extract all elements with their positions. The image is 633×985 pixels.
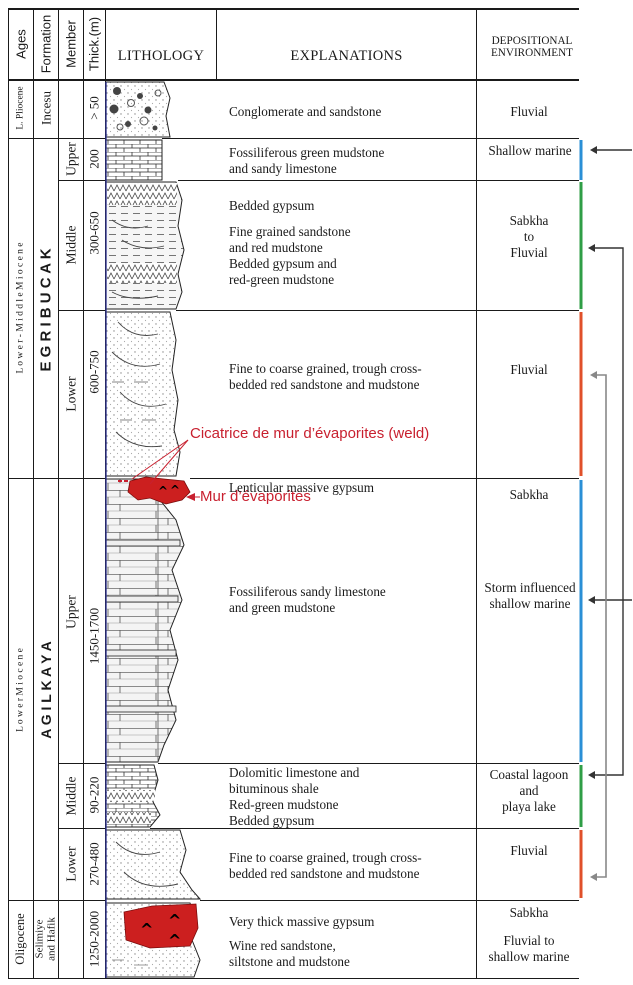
header-environment: DEPOSITIONAL ENVIRONMENT: [477, 35, 587, 60]
explanation-line: Fossiliferous sandy limestone: [229, 584, 386, 599]
explanation-line: Very thick massive gypsum: [229, 914, 375, 929]
environment-line: Fluvial: [510, 843, 548, 858]
explanation-egribucak-upper: Fossiliferous green mudstone and sandy l…: [229, 145, 384, 177]
explanation-agilkaya-lower: Fine to coarse grained, trough cross- be…: [229, 850, 422, 882]
explanation-line: Red-green mudstone: [229, 797, 339, 813]
svg-text:^: ^: [170, 483, 180, 497]
explanation-line: Bedded gypsum and: [229, 256, 337, 272]
environment-line: and: [519, 783, 539, 799]
svg-text:^: ^: [158, 484, 168, 498]
environment-line: Storm influenced: [484, 580, 576, 595]
explanation-egribucak-lower: Fine to coarse grained, trough cross- be…: [229, 361, 422, 393]
explanation-line: Conglomerate and sandstone: [229, 104, 382, 119]
explanation-line: and sandy limestone: [229, 161, 337, 177]
explanation-line: Bedded gypsum: [229, 198, 315, 213]
explanation-egribucak-middle: Bedded gypsum Fine grained sandstone and…: [229, 198, 351, 288]
explanation-line: Fossiliferous green mudstone: [229, 145, 385, 160]
explanation-line: red-green mudstone: [229, 272, 335, 288]
environment-oligocene: Sabkha Fluvial to shallow marine: [477, 905, 581, 965]
environment-agilkaya-middle: Coastal lagoon and playa lake: [477, 767, 581, 815]
explanation-lenticular-gypsum: Lenticular massive gypsum: [229, 480, 374, 496]
weld-annotation: Cicatrice de mur d’évaporites (weld): [190, 425, 430, 442]
explanation-line: and green mudstone: [229, 600, 336, 616]
explanation-line: Fine to coarse grained, trough cross-: [229, 361, 422, 376]
environment-line: Fluvial: [510, 245, 548, 261]
environment-line: Sabkha: [509, 213, 549, 228]
environment-line: shallow marine: [488, 949, 570, 965]
environment-line: [477, 921, 581, 933]
explanation-agilkaya-upper: Fossiliferous sandy limestone and green …: [229, 584, 386, 616]
svg-text:^: ^: [168, 911, 181, 930]
explanation-line: Fine grained sandstone: [229, 224, 351, 240]
explanation-line: Fine to coarse grained, trough cross-: [229, 850, 422, 865]
header-lithology: LITHOLOGY: [117, 48, 205, 64]
svg-text:^: ^: [140, 920, 153, 939]
explanation-line: Dolomitic limestone and: [229, 765, 360, 780]
evaporite-wall-annotation: Mur d’évaporites: [200, 488, 311, 505]
environment-line: Coastal lagoon: [489, 767, 569, 782]
environment-egribucak-upper: Shallow marine: [477, 143, 583, 159]
explanation-line: siltstone and mudstone: [229, 954, 350, 970]
header-explanations: EXPLANATIONS: [290, 48, 403, 64]
explanation-incesu: Conglomerate and sandstone: [229, 104, 381, 120]
svg-text:^: ^: [168, 931, 181, 950]
explanation-line: [229, 214, 351, 224]
header-environment-line1: DEPOSITIONAL: [491, 35, 573, 47]
environment-line: playa lake: [502, 799, 556, 815]
explanation-oligocene: Very thick massive gypsum Wine red sands…: [229, 914, 374, 970]
environment-line: Fluvial to: [503, 933, 555, 949]
environment-line: Sabkha: [509, 905, 549, 920]
environment-line: Fluvial: [510, 104, 548, 119]
explanation-line: [229, 930, 374, 938]
explanation-agilkaya-middle: Dolomitic limestone and bituminous shale…: [229, 765, 359, 829]
explanation-line: Bedded gypsum: [229, 813, 315, 829]
environment-line: Sabkha: [509, 487, 549, 502]
environment-egribucak-middle: Sabkha to Fluvial: [477, 213, 581, 261]
environment-agilkaya-upper: Storm influenced shallow marine: [477, 580, 583, 612]
explanation-line: and red mudstone: [229, 240, 323, 256]
explanation-line: Lenticular massive gypsum: [229, 480, 375, 495]
environment-line: to: [523, 229, 535, 245]
environment-line: shallow marine: [489, 596, 571, 612]
environment-line: Fluvial: [510, 362, 548, 377]
environment-agilkaya-lower: Fluvial: [477, 843, 581, 859]
explanation-line: bituminous shale: [229, 781, 319, 797]
header-environment-line2: ENVIRONMENT: [490, 46, 574, 59]
explanation-line: Wine red sandstone,: [229, 938, 336, 954]
explanation-line: bedded red sandstone and mudstone: [229, 377, 420, 393]
environment-incesu: Fluvial: [477, 104, 581, 120]
explanation-line: bedded red sandstone and mudstone: [229, 866, 420, 882]
environment-line: Shallow marine: [488, 143, 572, 158]
environment-egribucak-lower: Fluvial: [477, 362, 581, 378]
environment-lenticular-gypsum: Sabkha: [477, 487, 581, 503]
